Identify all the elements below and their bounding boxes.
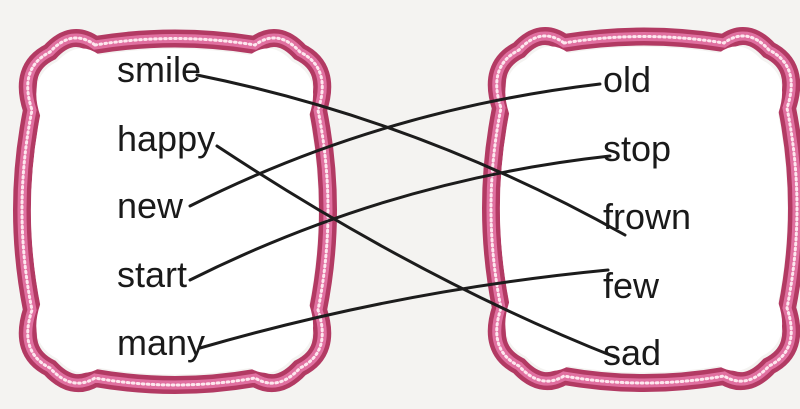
right-word-1: old — [603, 62, 651, 98]
left-word-5: many — [117, 325, 205, 361]
right-word-3: frown — [603, 199, 691, 235]
right-word-2: stop — [603, 131, 671, 167]
left-word-4: start — [117, 257, 187, 293]
right-word-4: few — [603, 268, 659, 304]
left-word-3: new — [117, 188, 183, 224]
left-word-1: smile — [117, 52, 201, 88]
left-word-2: happy — [117, 121, 215, 157]
right-word-5: sad — [603, 335, 661, 371]
